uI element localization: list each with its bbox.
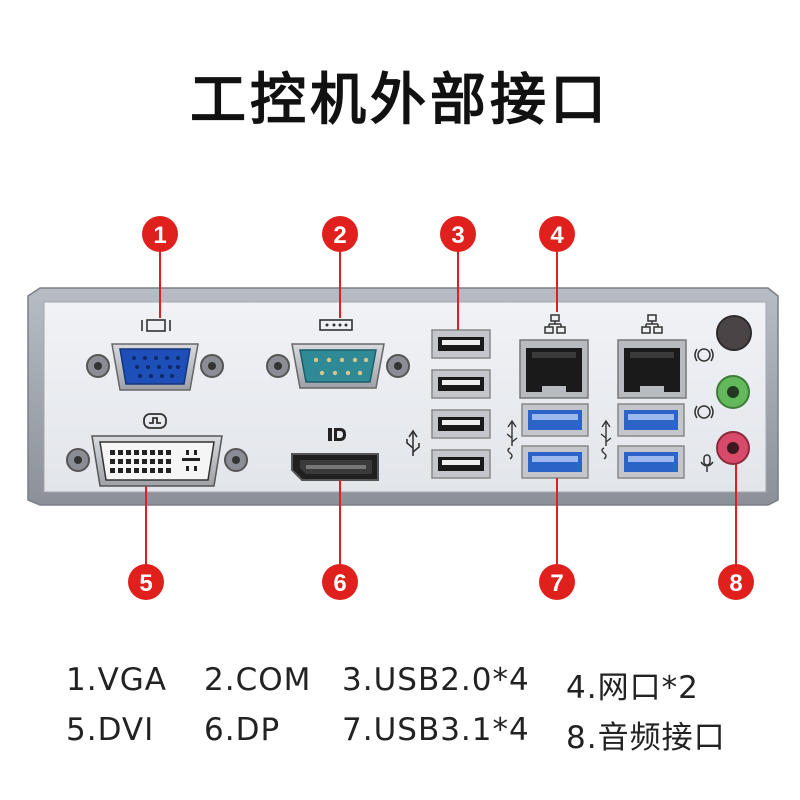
legend-item-usb3: 7.USB3.1*4: [342, 712, 530, 748]
usb3-ports: [521, 403, 685, 479]
legend-row-1: 1.VGA 2.COM 3.USB2.0*4 4.网口*2: [66, 662, 786, 712]
legend-item-dp: 6.DP: [204, 712, 281, 748]
headset-icon: [694, 348, 714, 362]
legend-item-dvi: 5.DVI: [66, 712, 155, 748]
vga-port: [86, 343, 224, 391]
callout-number: 6: [333, 570, 346, 597]
network-icon: [544, 314, 566, 334]
callout-number: 4: [550, 222, 564, 249]
microphone-icon: [700, 454, 714, 472]
usb-ss-icon: [600, 419, 612, 460]
callout-number: 1: [153, 222, 166, 249]
serial-icon: [319, 319, 353, 331]
port-legend: 1.VGA 2.COM 3.USB2.0*4 4.网口*2 5.DVI 6.DP…: [66, 662, 786, 762]
dvi-port: [66, 435, 248, 487]
callout-lines: [145, 250, 737, 566]
displayport-icon: [328, 428, 346, 441]
usb-ss-icon: [506, 419, 518, 460]
dp-port: [291, 453, 379, 481]
legend-item-network: 4.网口*2: [566, 670, 699, 706]
usb2-ports: [431, 329, 491, 479]
callout-number: 8: [729, 570, 742, 597]
page-title: 工控机外部接口: [190, 68, 610, 133]
callout-1: 1: [142, 216, 178, 252]
legend-item-com: 2.COM: [204, 662, 312, 698]
legend-item-usb2: 3.USB2.0*4: [342, 662, 530, 698]
callout-3: 3: [440, 216, 476, 252]
vga-icon: [141, 319, 171, 332]
callout-6: 6: [322, 564, 358, 600]
dvi-icon: [143, 413, 167, 429]
callout-number: 5: [139, 570, 152, 597]
callout-8: 8: [718, 564, 754, 600]
com-port: [266, 343, 410, 389]
callout-number: 2: [333, 222, 346, 249]
rj45-port-2: [617, 339, 687, 399]
usb-icon: [406, 429, 420, 456]
legend-item-audio: 8.音频接口: [566, 720, 726, 756]
network-icon: [641, 314, 663, 334]
callout-7: 7: [539, 564, 575, 600]
legend-item-vga: 1.VGA: [66, 662, 168, 698]
legend-row-2: 5.DVI 6.DP 7.USB3.1*4 8.音频接口: [66, 712, 786, 762]
rj45-port-1: [519, 339, 589, 399]
callout-5: 5: [128, 564, 164, 600]
audio-jacks: [716, 315, 752, 465]
callout-number: 3: [451, 222, 464, 249]
callout-number: 7: [550, 570, 563, 597]
callout-4: 4: [539, 216, 575, 252]
callout-2: 2: [322, 216, 358, 252]
headset-icon: [694, 405, 714, 419]
